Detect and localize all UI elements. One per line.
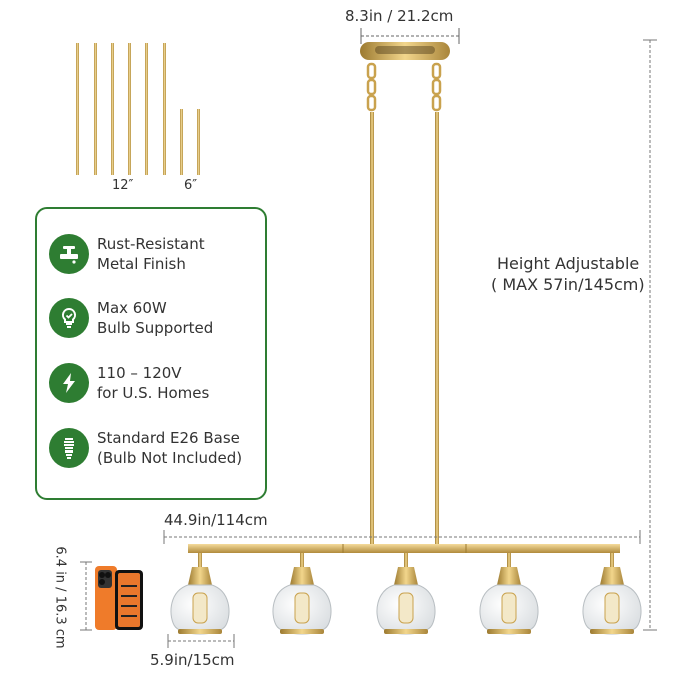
feature-60w-line1: Max 60W (97, 299, 167, 317)
chandelier-illustration (170, 42, 642, 635)
feature-e26-line2: (Bulb Not Included) (97, 449, 243, 467)
rod-12-3 (111, 43, 114, 175)
features-card: Rust-Resistant Metal Finish Max 60W Bulb… (35, 207, 267, 500)
feature-rust-line2: Metal Finish (97, 255, 186, 273)
length-dimension-label: 44.9in/114cm (164, 511, 268, 529)
shade-dimension-line (167, 634, 235, 648)
rod-short-label: 6″ (184, 178, 198, 193)
shade-dimension-label: 5.9in/15cm (150, 651, 235, 669)
lightning-icon (49, 363, 89, 403)
feature-voltage-line2: for U.S. Homes (97, 384, 210, 402)
rod-6-1 (180, 109, 183, 175)
rod-long-label: 12″ (112, 178, 134, 193)
feature-voltage-line1: 110 – 120V (97, 364, 182, 382)
rod-12-6 (163, 43, 166, 175)
canopy-dimension-line (360, 28, 460, 44)
height-adjustable-label: Height Adjustable (497, 254, 640, 273)
rod-12-1 (76, 43, 79, 175)
rod-12-2 (94, 43, 97, 175)
rod-12-4 (128, 43, 131, 175)
phone-dimension-label: 6.4 in / 16.3 cm (52, 546, 68, 649)
cfl-bulb-icon (49, 428, 89, 468)
length-dimension-line (163, 530, 641, 544)
phone-illustration (95, 566, 143, 630)
faucet-icon (49, 234, 89, 274)
rod-6-2 (197, 109, 200, 175)
canopy-dimension-label: 8.3in / 21.2cm (345, 7, 454, 25)
feature-60w-line2: Bulb Supported (97, 319, 214, 337)
feature-e26-line1: Standard E26 Base (97, 429, 240, 447)
rod-12-5 (145, 43, 148, 175)
phone-dimension-line (80, 561, 92, 631)
bulb-icon (49, 298, 89, 338)
height-dimension-line (643, 39, 657, 631)
height-max-label: ( MAX 57in/145cm) (491, 275, 645, 294)
feature-rust-line1: Rust-Resistant (97, 235, 205, 253)
